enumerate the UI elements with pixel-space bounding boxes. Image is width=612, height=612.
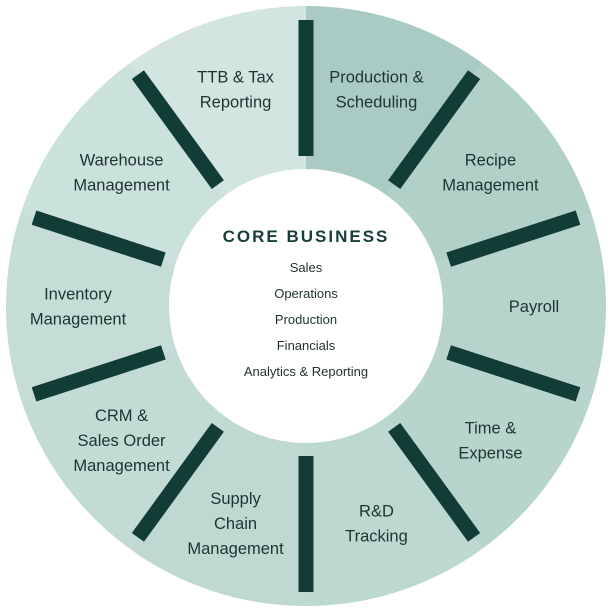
core-item-production: Production [275,312,337,327]
segment-ttb-and-tax-reporting [129,6,306,198]
divider-bar [446,345,581,402]
core-business-hub [169,169,443,443]
divider-bar [388,422,481,542]
segment-time-and-expense [384,347,592,549]
core-item-sales: Sales [290,260,323,275]
divider-bar [31,210,166,267]
segment-warehouse-management [20,63,228,265]
core-item-financials: Financials [277,338,336,353]
core-item-analytics-reporting: Analytics & Reporting [244,364,368,379]
segment-label-time-and-expense: Time &Expense [458,420,522,463]
divider-bar [131,70,224,190]
segment-supply-chain-management [129,414,306,606]
segment-payroll [433,213,606,399]
segment-randd-tracking [306,414,483,606]
segment-label-payroll: Payroll [509,298,559,316]
segment-label-production-and-scheduling: Production &Scheduling [329,69,423,112]
segment-inventory-management [5,213,179,399]
core-business-title: CORE BUSINESS [223,227,390,246]
divider-bar [31,345,166,402]
segment-recipe-management [384,63,592,265]
dividers-layer [31,20,581,592]
segment-production-and-scheduling [306,6,483,198]
divider-bar [388,70,481,190]
divider-bar [131,422,224,542]
core-item-operations: Operations [274,286,338,301]
divider-bar [446,210,581,267]
segment-crm-and-sales-order-management [20,347,228,549]
